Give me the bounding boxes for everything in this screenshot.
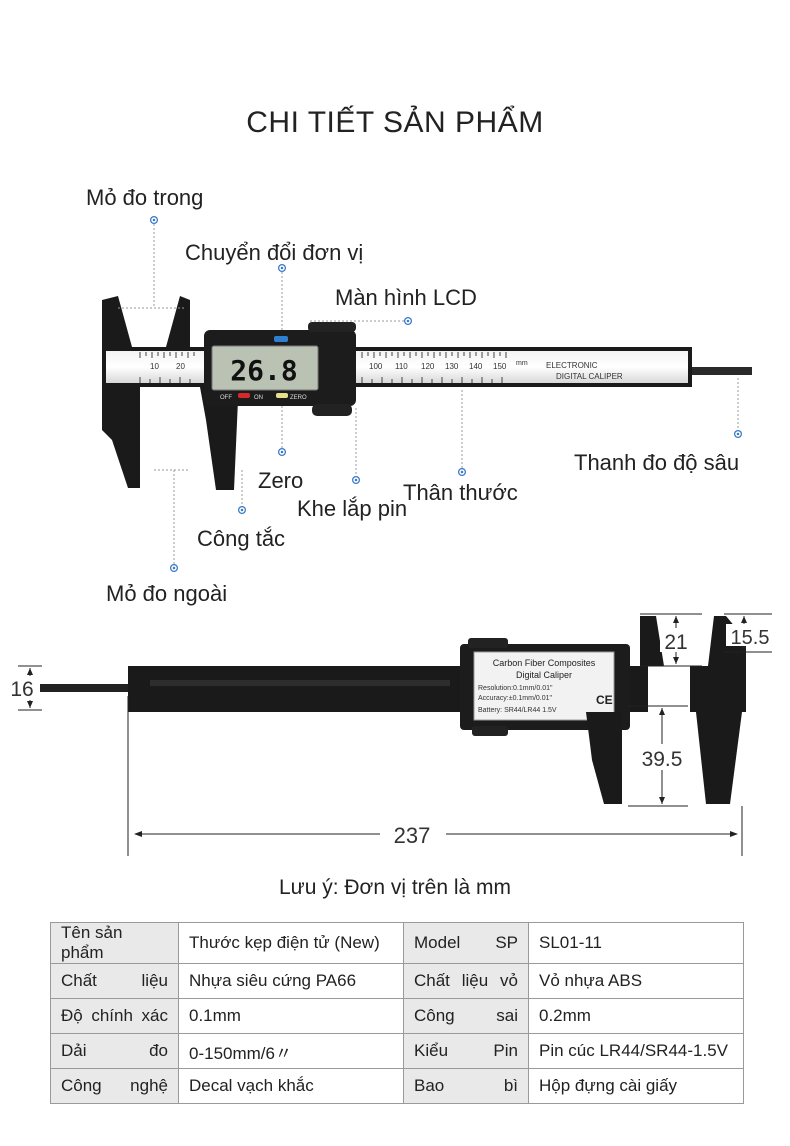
spec-key-word: nghệ [130, 1076, 168, 1095]
on-label: ON [254, 395, 263, 401]
back-label-line5: Battery: SR44/LR44 1.5V [478, 707, 557, 714]
page-title: CHI TIẾT SẢN PHẨM [246, 106, 544, 139]
back-label-line3: Resolution:0.1mm/0.01" [478, 685, 553, 692]
spec-key-word: Bao [414, 1076, 445, 1095]
scale-number: 130 [445, 362, 459, 371]
spec-key-word: liệu [461, 971, 489, 990]
spec-value: 0-150mm/6〃 [178, 1033, 404, 1069]
spec-value: 0.1mm [178, 998, 404, 1034]
spec-key-word: liệu [141, 971, 168, 990]
scale-number: 150 [493, 362, 507, 371]
scale-number: 20 [176, 362, 185, 371]
spec-key-word: Pin [493, 1041, 518, 1060]
spec-key: Công sai [403, 998, 529, 1034]
spec-key: Bao bì [403, 1068, 529, 1104]
spec-key-word: chính [91, 1006, 133, 1025]
back-label-line4: Accuracy:±0.1mm/0.01" [478, 695, 553, 702]
spec-value: 0.2mm [528, 998, 744, 1034]
spec-value: Hộp đựng cài giấy [528, 1068, 744, 1104]
spec-value: Decal vạch khắc [178, 1068, 404, 1104]
spec-key-word: Model [414, 933, 461, 952]
dim-16: 16 [10, 678, 33, 701]
dim-237: 237 [394, 823, 431, 848]
spec-key-word: Chất [414, 971, 450, 990]
spec-value: Pin cúc LR44/SR44-1.5V [528, 1033, 744, 1069]
callout-power: Công tắc [197, 526, 286, 551]
callout-inner-jaw: Mỏ đo trong [86, 185, 204, 210]
spec-key-word: Công [61, 1076, 102, 1095]
unit-label: mm [516, 360, 528, 367]
callout-body: Thân thước [403, 480, 518, 505]
spec-key-word: Kiểu [414, 1041, 449, 1060]
spec-key: Model SP [403, 922, 529, 964]
lcd-readout: 26.8 [230, 354, 297, 387]
dim-21: 21 [664, 631, 687, 654]
callout-lcd: Màn hình LCD [335, 285, 477, 310]
spec-key-word: Chất [61, 971, 97, 990]
brand-line-2: DIGITAL CALIPER [556, 372, 623, 381]
spec-key: Tên sản phẩm [50, 922, 179, 964]
dim-39-5: 39.5 [642, 748, 683, 771]
spec-key-word: Tên sản phẩm [61, 923, 123, 962]
scale-number: 140 [469, 362, 483, 371]
spec-key-word: sai [496, 1006, 518, 1025]
scale-number: 100 [369, 362, 383, 371]
spec-key-word: SP [495, 933, 518, 952]
spec-key-word: xác [141, 1006, 168, 1025]
scale-number: 10 [150, 362, 159, 371]
back-label-line2: Digital Caliper [516, 670, 572, 680]
zero-label: ZERO [290, 395, 307, 401]
spec-key: Dải đo [50, 1033, 179, 1069]
spec-key: Công nghệ [50, 1068, 179, 1104]
spec-value: Thước kẹp điện tử (New) [178, 922, 404, 964]
callout-battery: Khe lắp pin [297, 496, 408, 521]
spec-key-word: bì [503, 1076, 518, 1095]
callout-unit-switch: Chuyển đổi đơn vị [185, 240, 364, 265]
spec-key-word: Dải [61, 1041, 87, 1060]
spec-row: Công nghệ Decal vạch khắc Bao bì Hộp đựng cài… [50, 1068, 744, 1104]
callout-depth-rod: Thanh đo độ sâu [574, 450, 740, 475]
back-label-line1: Carbon Fiber Composites [493, 658, 596, 668]
spec-key-word: Độ [61, 1006, 83, 1025]
spec-value: Nhựa siêu cứng PA66 [178, 963, 404, 999]
off-label: OFF [220, 395, 232, 401]
spec-key-word: vỏ [500, 971, 518, 990]
spec-value: SL01-11 [528, 922, 744, 964]
dim-15-5: 15.5 [731, 627, 770, 649]
spec-value: Vỏ nhựa ABS [528, 963, 744, 999]
spec-key-word: đo [149, 1041, 168, 1060]
spec-key: Kiểu Pin [403, 1033, 529, 1069]
brand-line-1: ELECTRONIC [546, 361, 598, 370]
spec-key-word: Công [414, 1006, 455, 1025]
spec-key: Chất liệu [50, 963, 179, 999]
scale-number: 120 [421, 362, 435, 371]
spec-row: Dải đo 0-150mm/6〃 Kiểu Pin Pin cúc LR44/SR44-… [50, 1033, 744, 1069]
callout-outer-jaw: Mỏ đo ngoài [106, 581, 228, 606]
callout-zero: Zero [258, 468, 304, 493]
scale-number: 110 [395, 362, 408, 371]
unit-note: Lưu ý: Đơn vị trên là mm [278, 876, 512, 899]
ce-mark: CE [596, 693, 613, 707]
